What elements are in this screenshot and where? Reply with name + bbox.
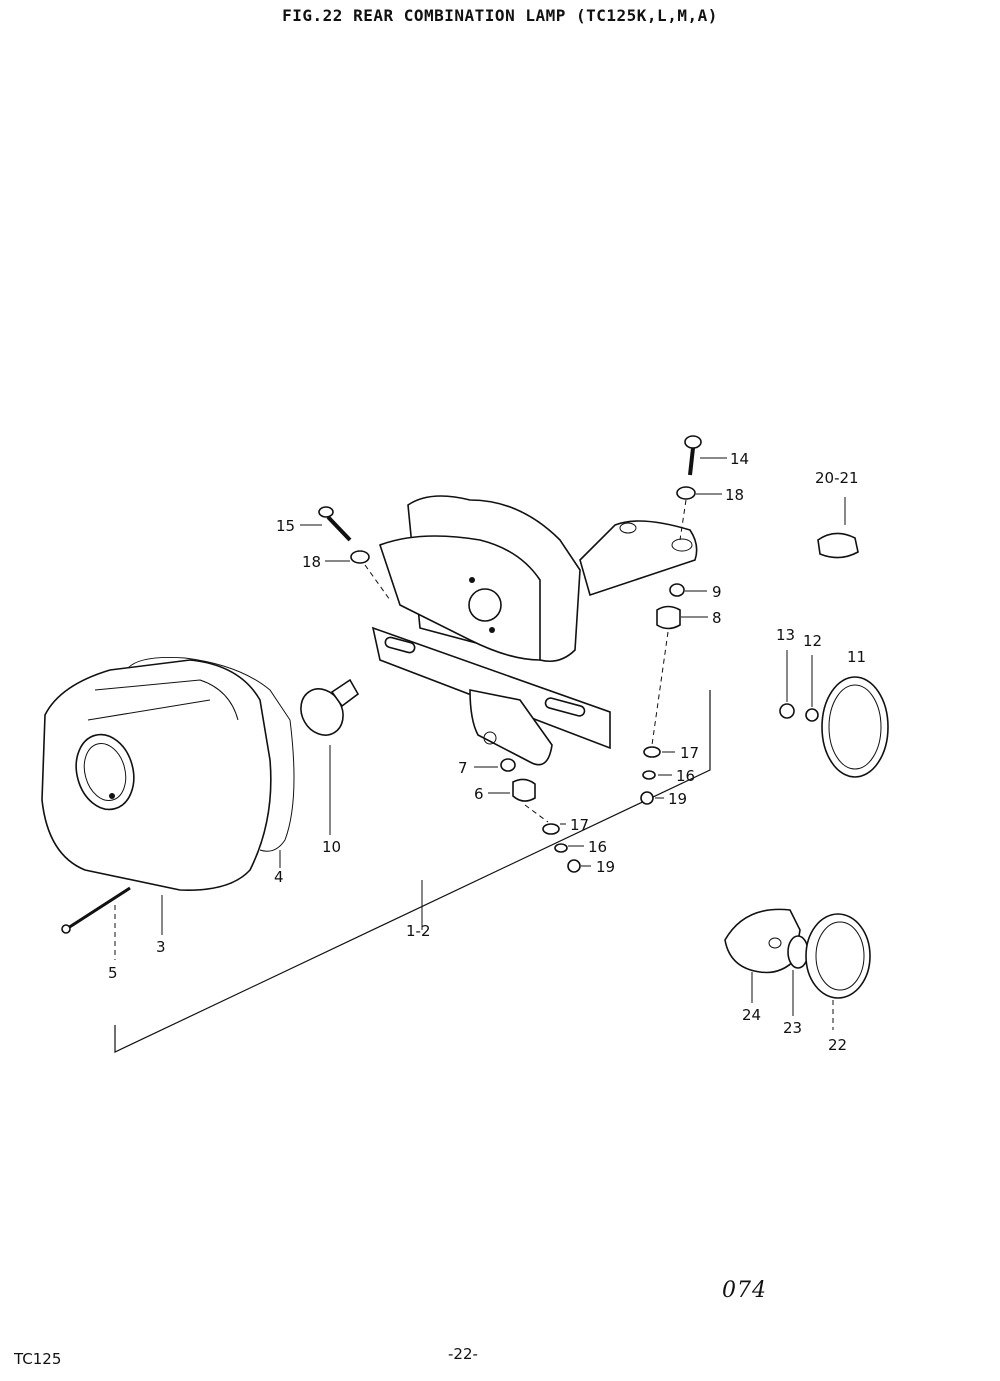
callout-20-21: 20-21 [815,469,859,487]
callout-18b: 18 [302,553,321,571]
cushion-9 [669,583,685,597]
callout-12: 12 [803,632,822,650]
callout-24: 24 [742,1006,761,1024]
callout-15: 15 [276,517,295,535]
bulb [300,678,360,736]
callout-10: 10 [322,838,341,856]
figure-title: FIG.22 REAR COMBINATION LAMP (TC125K,L,M… [282,6,718,25]
callout-17a: 17 [680,744,699,762]
sheet-number: 074 [722,1278,767,1303]
callout-19b: 19 [596,858,615,876]
washer-17b [542,823,560,835]
assembly-group-bracket [114,690,711,1053]
nut-19a [640,791,654,805]
callout-16a: 16 [676,767,695,785]
lockwasher-16b [554,843,568,853]
model-code: TC125 [14,1350,62,1368]
callout-8: 8 [712,609,722,627]
callout-1-2: 1-2 [406,922,431,940]
grommet-7 [500,758,516,772]
callout-11: 11 [847,648,866,666]
callout-4: 4 [274,868,284,886]
lockwasher-16a [642,770,656,780]
callout-19a: 19 [668,790,687,808]
washer-17a [643,746,661,758]
callout-5: 5 [108,964,118,982]
washer-18a [676,486,696,500]
lamp-housing [41,659,272,891]
nut-19b [567,859,581,873]
bolt-15 [318,506,352,542]
mounting-bracket [371,495,698,766]
callout-13: 13 [776,626,795,644]
lens-screw [61,886,131,934]
washer-18b [350,550,370,564]
callout-18a: 18 [725,486,744,504]
lamp-gasket [127,657,295,852]
leader-lines [114,457,846,1030]
callout-22: 22 [828,1036,847,1054]
reflector-11 [821,676,889,778]
callout-9: 9 [712,583,722,601]
bolt-14 [684,435,702,476]
spacer-8 [656,605,681,630]
page-number: -22- [448,1345,478,1363]
callout-17b: 17 [570,816,589,834]
side-reflector [724,908,871,999]
cushion-6 [512,778,536,802]
callout-16b: 16 [588,838,607,856]
callout-6: 6 [474,785,484,803]
callout-14: 14 [730,450,749,468]
cap-20-21 [817,532,859,559]
callout-3: 3 [156,938,166,956]
callout-7: 7 [458,759,468,777]
callout-23: 23 [783,1019,802,1037]
washer-12 [805,708,819,722]
nut-13 [779,703,795,719]
